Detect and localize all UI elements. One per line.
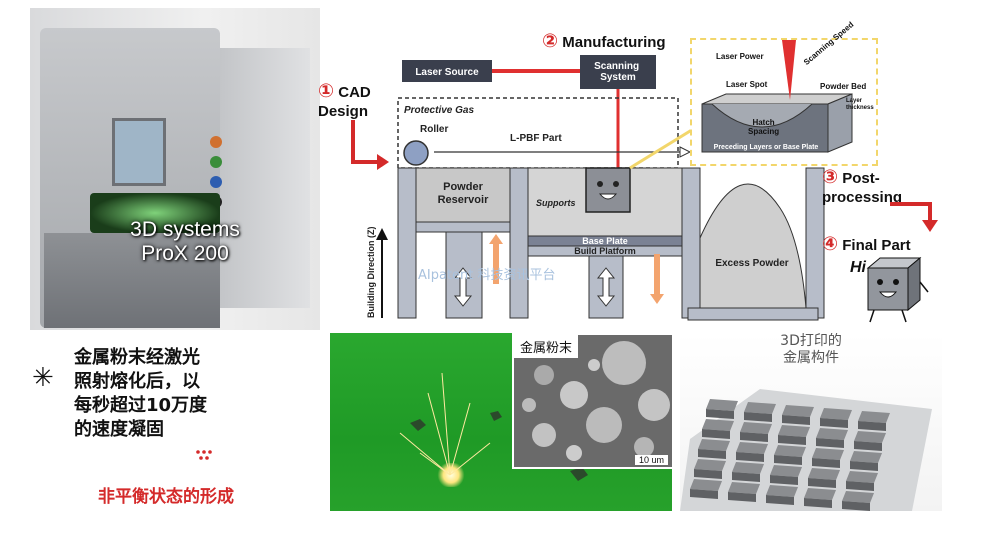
step-2-number: ② bbox=[542, 31, 559, 52]
step-1-label: CAD Design bbox=[318, 84, 371, 120]
printed-cube bbox=[858, 411, 890, 423]
printed-cube bbox=[702, 419, 734, 431]
powder-sem-inset: 金属粉末 10 um bbox=[512, 333, 672, 469]
printed-parts-label: 3D打印的 金属构件 bbox=[780, 333, 842, 366]
final-part-mascot-icon: Hi bbox=[850, 256, 929, 323]
printed-cube bbox=[854, 431, 886, 443]
laser-star-icon: ✳ bbox=[32, 362, 54, 392]
mascot-hi-label: Hi bbox=[850, 259, 867, 276]
printed-cube bbox=[740, 422, 772, 434]
melt-pool-inset: Laser Power Scanning Speed Laser Spot Po… bbox=[690, 20, 878, 166]
printed-cube bbox=[690, 479, 722, 491]
lpbf-part-label: L-PBF Part bbox=[510, 133, 562, 144]
laser-spot-label: Laser Spot bbox=[726, 80, 768, 89]
base-plate-label: Base Plate bbox=[582, 236, 628, 246]
powder-label: 金属粉末 bbox=[514, 335, 579, 358]
non-equilibrium-conclusion: 非平衡状态的形成 bbox=[98, 487, 234, 507]
printed-cube bbox=[694, 459, 726, 471]
step-3-post-processing: ③ Post- processing bbox=[822, 168, 902, 207]
step-3-number: ③ bbox=[822, 167, 839, 188]
scanning-system-line1: Scanning bbox=[594, 61, 639, 72]
preceding-layers-label: Preceding Layers or Base Plate bbox=[713, 144, 819, 151]
printed-cube bbox=[766, 485, 798, 497]
laser-source-label: Laser Source bbox=[415, 67, 479, 78]
laser-power-label: Laser Power bbox=[716, 52, 764, 61]
printed-cube bbox=[842, 491, 874, 503]
printed-cube bbox=[732, 462, 764, 474]
printed-cube bbox=[736, 442, 768, 454]
build-platform-label: Build Platform bbox=[574, 246, 636, 256]
step-4-final-part: ④ Final Part bbox=[822, 233, 911, 256]
lpbf-schematic: Laser Source Scanning System Protective … bbox=[366, 55, 825, 321]
step-3-label: Post- processing bbox=[822, 170, 903, 206]
printed-cube bbox=[706, 399, 738, 411]
step-1-cad-design: ① CAD Design bbox=[318, 82, 371, 121]
printed-cube bbox=[846, 471, 878, 483]
powder-reservoir bbox=[415, 167, 511, 223]
cad-arrow-icon bbox=[351, 120, 389, 170]
printed-cube bbox=[816, 428, 848, 440]
step-2-label: Manufacturing bbox=[562, 34, 666, 51]
mascot-part bbox=[585, 167, 631, 213]
printed-cube bbox=[744, 402, 776, 414]
scanning-system-line2: System bbox=[600, 72, 636, 83]
building-direction-label: Building Direction (Z) bbox=[366, 227, 376, 319]
printed-cube bbox=[808, 468, 840, 480]
laser-melting-photo: 金属粉末 10 um bbox=[330, 333, 672, 511]
printed-cube bbox=[850, 451, 882, 463]
printed-cube bbox=[774, 445, 806, 457]
hatch-spacing-label: Hatch Spacing bbox=[748, 118, 780, 136]
machine-name: 3D systems ProX 200 bbox=[130, 218, 240, 265]
excess-powder bbox=[699, 183, 807, 309]
printed-cube bbox=[812, 448, 844, 460]
scale-bar-label: 10 um bbox=[634, 455, 668, 465]
printed-parts-photo: 3D打印的 金属构件 bbox=[680, 333, 942, 511]
scanning-system-box bbox=[580, 55, 656, 89]
printed-cube bbox=[728, 482, 760, 494]
excess-powder-label: Excess Powder bbox=[715, 258, 788, 269]
powder-bed-label: Powder Bed bbox=[820, 82, 867, 91]
printed-cube bbox=[770, 465, 802, 477]
printed-cube bbox=[778, 425, 810, 437]
machine-photo: 3D systems ProX 200 bbox=[30, 8, 320, 330]
step-1-number: ① bbox=[318, 81, 335, 102]
step-4-number: ④ bbox=[822, 234, 839, 255]
solidification-text: 金属粉末经激光 照射熔化后，以 每秒超过10万度 的速度凝固 bbox=[74, 347, 208, 440]
post-arrow-icon bbox=[890, 202, 938, 232]
printed-cube bbox=[698, 439, 730, 451]
watermark: AIpatent 科技资讯平台 bbox=[418, 268, 556, 283]
printed-cube bbox=[804, 488, 836, 500]
printed-cube bbox=[782, 405, 814, 417]
step-2-manufacturing: ② Manufacturing bbox=[542, 30, 666, 53]
printed-cube bbox=[820, 408, 852, 420]
laser-source-box bbox=[402, 60, 492, 82]
step-4-label: Final Part bbox=[842, 237, 911, 254]
scanning-system-label: Scanning System bbox=[594, 61, 642, 83]
layer-thickness-label: Layer thickness bbox=[846, 98, 874, 111]
roller-label: Roller bbox=[420, 124, 448, 135]
supports-label: Supports bbox=[536, 198, 576, 208]
roller-icon bbox=[403, 140, 429, 166]
dots-icon bbox=[196, 450, 212, 460]
protective-gas-label: Protective Gas bbox=[404, 105, 474, 116]
